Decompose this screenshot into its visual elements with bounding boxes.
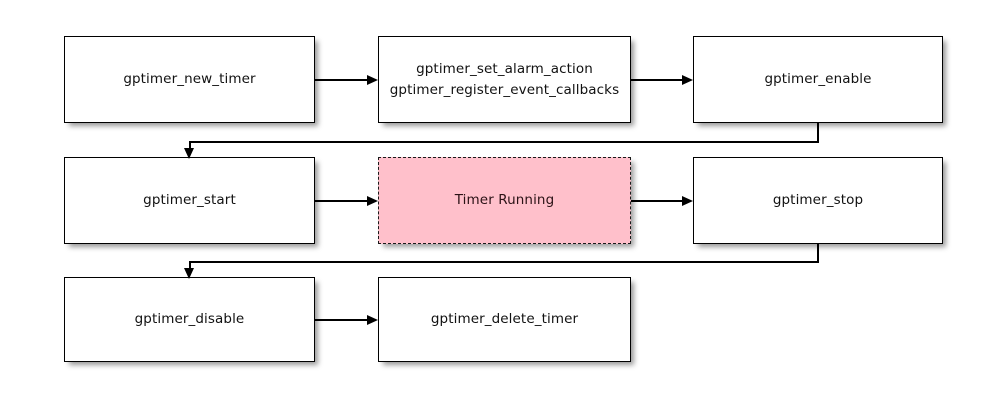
node-gptimer-new-timer[interactable]: gptimer_new_timer <box>64 36 315 123</box>
edge-new-timer-to-set-alarm-arrowhead <box>367 74 378 85</box>
node-gptimer-delete-timer[interactable]: gptimer_delete_timer <box>378 277 631 362</box>
node-label: gptimer_disable <box>134 311 245 328</box>
node-gptimer-set-alarm-action[interactable]: gptimer_set_alarm_action gptimer_registe… <box>378 36 631 123</box>
node-label: gptimer_stop <box>772 192 864 209</box>
node-label: gptimer_delete_timer <box>430 311 579 328</box>
node-label: gptimer_new_timer <box>123 71 256 88</box>
edge-timer-running-to-stop-arrowhead <box>682 195 693 206</box>
node-timer-running[interactable]: Timer Running <box>378 157 631 244</box>
edge-stop-to-disable-drop <box>817 243 819 262</box>
edge-set-alarm-to-enable-arrowhead <box>682 74 693 85</box>
edge-set-alarm-to-enable-line <box>631 79 682 81</box>
edge-start-to-timer-running-arrowhead <box>367 195 378 206</box>
node-gptimer-stop[interactable]: gptimer_stop <box>693 157 943 244</box>
edge-enable-to-start-drop <box>817 123 819 142</box>
edge-enable-to-start-arrowhead <box>184 148 195 159</box>
node-label-line-2: gptimer_register_event_callbacks <box>389 81 620 98</box>
node-gptimer-disable[interactable]: gptimer_disable <box>64 277 315 362</box>
edge-enable-to-start-descent <box>189 141 191 150</box>
node-label-line-1: gptimer_set_alarm_action <box>416 60 593 77</box>
edge-stop-to-disable-arrowhead <box>184 268 195 279</box>
edge-disable-to-delete-timer-arrowhead <box>367 314 378 325</box>
node-label: gptimer_enable <box>764 71 872 88</box>
edge-enable-to-start-run <box>189 141 819 143</box>
node-gptimer-enable[interactable]: gptimer_enable <box>693 36 943 123</box>
node-label: gptimer_start <box>143 192 236 209</box>
edge-stop-to-disable-run <box>189 261 819 263</box>
edge-start-to-timer-running-line <box>315 200 367 202</box>
node-gptimer-start[interactable]: gptimer_start <box>64 157 315 244</box>
edge-new-timer-to-set-alarm-line <box>315 79 367 81</box>
edge-disable-to-delete-timer-line <box>315 319 367 321</box>
edge-timer-running-to-stop-line <box>631 200 682 202</box>
node-label: Timer Running <box>454 192 555 209</box>
edge-stop-to-disable-descent <box>189 261 191 270</box>
